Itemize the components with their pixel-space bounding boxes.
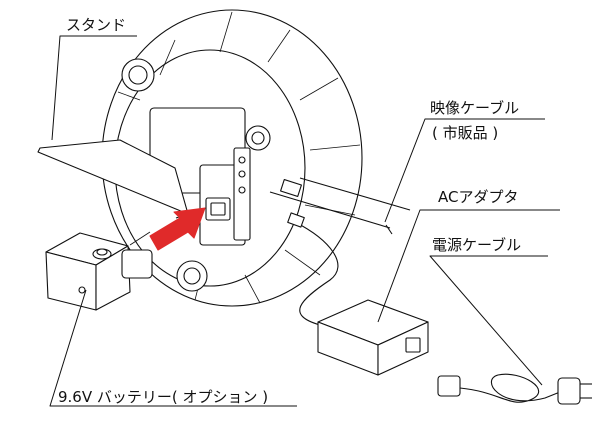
callout-lines	[49, 35, 560, 407]
label-power-cable: 電源ケーブル	[432, 236, 522, 254]
ac-adapter	[317, 299, 429, 376]
label-video-cable-note: ( 市販品 )	[432, 124, 499, 142]
label-battery: 9.6V バッテリー( オプション )	[58, 388, 269, 406]
reel-knobs	[121, 58, 271, 292]
cable-end-connector	[437, 375, 461, 397]
video-cable	[269, 177, 411, 235]
adapter-cord	[294, 221, 339, 326]
adapter-side	[377, 321, 429, 376]
insert-arrow	[149, 207, 206, 251]
battery-pack	[45, 232, 153, 311]
label-ac-adapter: ACアダプタ	[438, 188, 519, 206]
label-stand: スタンド	[66, 16, 127, 34]
side-panel	[233, 147, 251, 241]
stand-plate	[37, 139, 189, 215]
power-cable	[437, 373, 592, 405]
label-video-cable: 映像ケーブル	[430, 99, 520, 117]
ac-plug	[557, 377, 581, 405]
